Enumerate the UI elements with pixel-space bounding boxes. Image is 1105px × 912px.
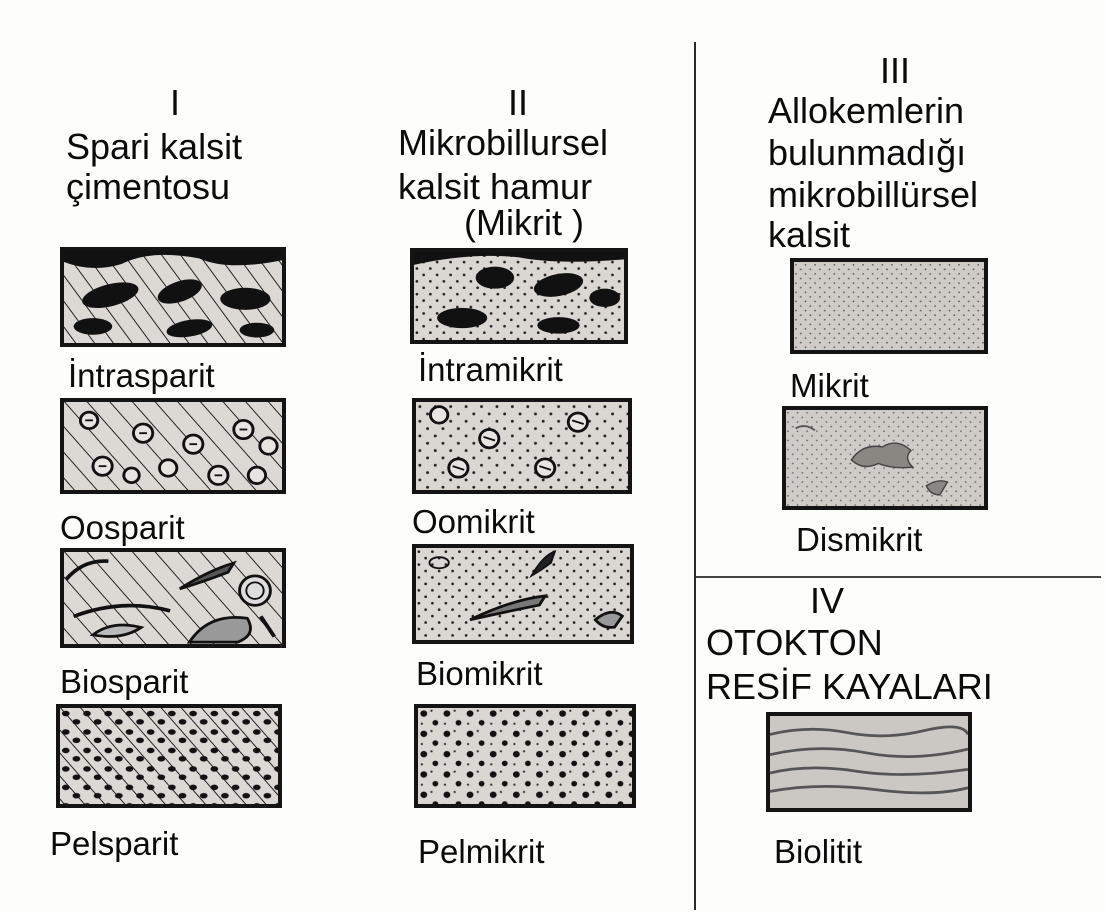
column-2-roman: II: [508, 84, 528, 122]
intramikrit-texture: [410, 248, 628, 344]
oosparit-label: Oosparit: [60, 510, 185, 546]
column-3-heading-line-2: bulunmadığı: [768, 134, 966, 172]
pelsparit-texture: [56, 704, 282, 808]
oomikrit-label: Oomikrit: [412, 504, 535, 540]
oomikrit-texture: [412, 398, 632, 494]
intrasparit-label: İntrasparit: [68, 358, 215, 394]
biolitit-label: Biolitit: [774, 834, 862, 870]
pelmikrit-texture: [414, 704, 636, 808]
biolitit-texture: [766, 712, 972, 812]
oosparit-texture: [60, 398, 286, 494]
biosparit-texture: [60, 548, 286, 648]
column-4-heading-line-1: OTOKTON: [706, 624, 883, 662]
mikrit-label: Mikrit: [790, 368, 869, 404]
column-divider: [694, 42, 696, 910]
column-2-heading-line-1: Mikrobillursel: [398, 124, 608, 162]
pelmikrit-label: Pelmikrit: [418, 834, 545, 870]
pelsparit-label: Pelsparit: [50, 826, 178, 862]
column-4-heading-line-2: RESİF KAYALARI: [706, 668, 993, 706]
column-3-heading-line-3: mikrobillürsel: [768, 176, 978, 214]
column-3-heading-line-1: Allokemlerin: [768, 92, 964, 130]
column-3-roman: III: [880, 52, 910, 90]
column-1-heading-line-2: çimentosu: [66, 168, 230, 206]
intrasparit-texture: [60, 247, 286, 347]
biomikrit-label: Biomikrit: [416, 656, 543, 692]
biosparit-label: Biosparit: [60, 664, 188, 700]
column-3-heading-line-4: kalsit: [768, 216, 850, 254]
mikrit-texture: [790, 258, 988, 354]
intramikrit-label: İntramikrit: [418, 352, 563, 388]
column-4-roman: IV: [810, 582, 844, 620]
dismikrit-texture: [782, 406, 988, 510]
column-2-heading-line-3: (Mikrit ): [464, 204, 584, 242]
column-1-heading-line-1: Spari kalsit: [66, 128, 242, 166]
section-divider: [696, 576, 1101, 578]
dismikrit-label: Dismikrit: [796, 522, 922, 558]
biomikrit-texture: [412, 544, 634, 644]
column-1-roman: I: [170, 84, 180, 122]
column-2-heading-line-2: kalsit hamur: [398, 168, 592, 206]
